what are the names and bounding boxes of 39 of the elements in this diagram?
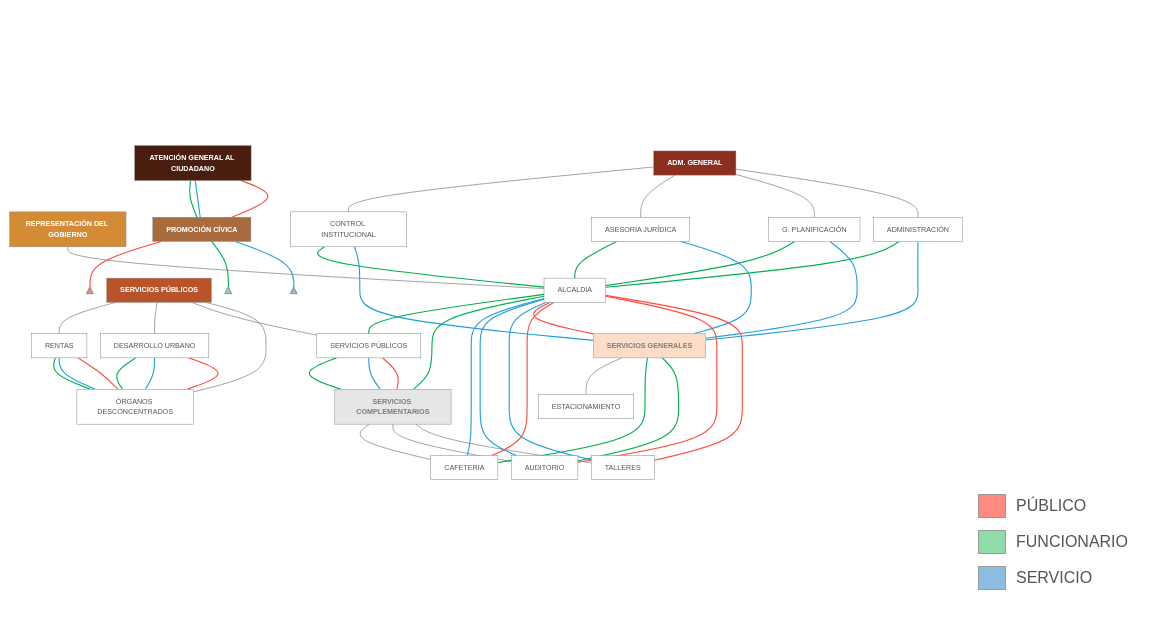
connector [193, 302, 267, 393]
connector [353, 246, 594, 342]
connector [735, 174, 815, 218]
legend-label: PÚBLICO [1016, 497, 1087, 515]
connector [359, 424, 432, 461]
connector [77, 357, 119, 391]
connector [186, 357, 219, 391]
legend-label: SERVICIO [1016, 569, 1093, 587]
connector [577, 296, 718, 464]
connector [574, 241, 618, 280]
connector [368, 357, 381, 391]
connector [348, 167, 654, 213]
connector [144, 357, 156, 391]
connector [479, 299, 545, 457]
connector [605, 241, 900, 289]
connector [577, 357, 680, 462]
connector [705, 241, 919, 341]
connector [368, 294, 545, 335]
connector [210, 241, 230, 289]
connector [605, 295, 743, 462]
connector [308, 357, 342, 391]
connector [705, 241, 858, 340]
connector [382, 357, 399, 391]
connector [231, 180, 269, 219]
connector [189, 180, 198, 219]
connector [735, 169, 919, 218]
connector [317, 246, 545, 289]
connector [605, 241, 796, 287]
connector [412, 296, 545, 391]
connector [466, 298, 545, 457]
connector [154, 302, 158, 335]
connector [491, 302, 555, 457]
legend-label: FUNCIONARIO [1016, 533, 1128, 551]
connector [640, 175, 676, 218]
connector [116, 357, 137, 391]
connector [67, 246, 545, 290]
connector [533, 302, 594, 335]
connector [194, 180, 201, 219]
connector [508, 302, 592, 461]
